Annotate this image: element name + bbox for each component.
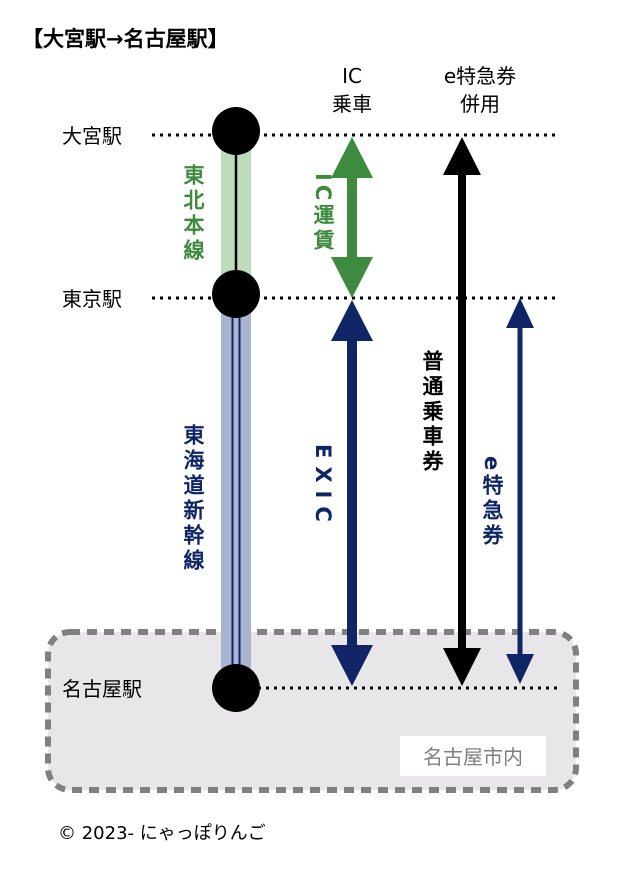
- e-express-ticket-arrow: [506, 298, 534, 684]
- station-omiya-node: [212, 107, 260, 155]
- column-e-header-1: e特急券: [444, 64, 516, 88]
- exic-arrow: [331, 300, 373, 686]
- column-ic-header-1: IC: [342, 64, 362, 88]
- station-nagoya-label: 名古屋駅: [62, 677, 142, 701]
- regular-ticket-label: 普通乗車券: [420, 349, 444, 475]
- shinkansen-line-label: 東海道新幹線: [181, 424, 205, 574]
- tohoku-line-label: 東北本線: [181, 164, 205, 264]
- diagram-title: 【大宮駅→名古屋駅】: [22, 27, 229, 51]
- ic-fare-arrow: [331, 137, 373, 298]
- station-tokyo-node: [212, 270, 260, 318]
- shinkansen-band: [221, 300, 251, 688]
- regular-ticket-arrow: [443, 137, 481, 686]
- ic-fare-label: IC運賃: [311, 173, 336, 254]
- zone-label-box: [400, 736, 546, 776]
- station-tokyo-label: 東京駅: [62, 287, 122, 311]
- column-e-header-2: 併用: [460, 92, 500, 116]
- copyright-notice: © 2023- にゃっぽりんご: [58, 823, 266, 844]
- zone-label: 名古屋市内: [423, 745, 523, 769]
- e-express-ticket-label: e特急券: [480, 456, 504, 549]
- station-omiya-label: 大宮駅: [62, 124, 122, 148]
- exic-label: EXIC: [311, 444, 335, 530]
- station-nagoya-node: [212, 664, 260, 712]
- column-ic-header-2: 乗車: [332, 92, 372, 116]
